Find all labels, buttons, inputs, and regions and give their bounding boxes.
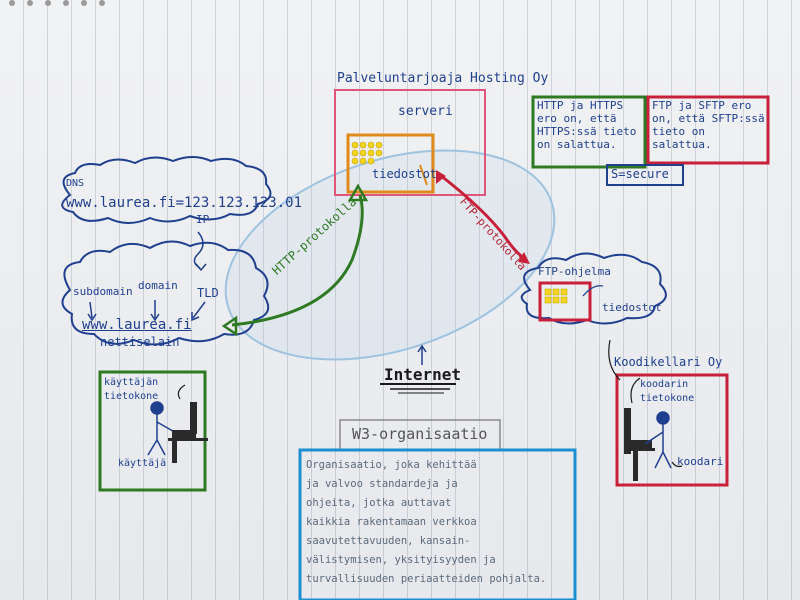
tld-label: TLD (197, 286, 219, 300)
browser-cloud (61, 240, 270, 346)
internet-label: Internet (384, 365, 462, 384)
user-computer-label: käyttäjän tietokone (104, 377, 159, 402)
ftp-box-line4: salattua. (652, 138, 712, 151)
ftp-box-line3: tieto on (652, 125, 705, 138)
server-files-label: tiedostot (372, 167, 438, 181)
ftp-arrow (439, 173, 526, 261)
coder-desk-computer (624, 408, 655, 481)
server-box (346, 133, 435, 194)
browser-label: nettiselain (100, 335, 180, 349)
user-desk-computer (168, 402, 208, 463)
user-box (98, 370, 207, 492)
provider-title: Palveluntarjoaja Hosting Oy (337, 71, 549, 86)
w3-line: kaikkia rakentamaan verkkoa (306, 516, 477, 528)
server-label: serveri (398, 104, 453, 119)
http-box-line3: HTTPS:ssä tieto (537, 125, 637, 138)
user-figure (147, 401, 179, 456)
dns-ip-label: IP (196, 213, 210, 226)
coder-person-label: koodari (677, 455, 724, 468)
http-box (531, 95, 647, 169)
spiral-binding (9, 0, 105, 6)
http-arrow (231, 194, 364, 327)
http-box-line2: ero on, että (537, 112, 617, 125)
dns-mapping: www.laurea.fi=123.123.123.01 (66, 195, 303, 211)
coder-company-label: Koodikellari Oy (614, 355, 723, 369)
coder-computer-label: koodarin tietokone (640, 379, 695, 404)
w3-line: ohjeita, jotka auttavat (306, 497, 452, 509)
w3-content-box (298, 448, 577, 600)
w3-line: välistymisen, yksityisyyden ja (306, 554, 496, 566)
browser-url: www.laurea.fi (82, 317, 192, 333)
subdomain-label: subdomain (73, 285, 133, 298)
ftp-file-dots (544, 288, 568, 304)
secure-box (606, 164, 684, 186)
user-person-label: käyttäjä (118, 458, 167, 469)
dns-cloud (61, 156, 272, 224)
secure-note: S=secure (611, 167, 669, 181)
ftp-program-title: FTP-ohjelma (538, 265, 611, 278)
ftp-program-files: tiedostot (602, 301, 662, 314)
w3-line: ja valvoo standardeja ja (306, 478, 458, 490)
ftp-program-window (538, 281, 592, 322)
coder-figure (644, 411, 672, 469)
ftp-box (646, 95, 770, 165)
ftp-cloud (520, 252, 667, 325)
http-box-line1: HTTP ja HTTPS (537, 99, 624, 112)
http-box-line4: on salattua. (537, 138, 617, 151)
w3-title: W3-organisaatio (352, 425, 488, 443)
coder-box (615, 373, 729, 487)
w3-line: turvallisuuden periaatteiden pohjalta. (306, 573, 547, 585)
server-file-dots (351, 141, 383, 165)
provider-box (334, 89, 486, 196)
dns-label: DNS (66, 178, 85, 189)
w3-description: Organisaatio, joka kehittää ja valvoo st… (306, 456, 571, 589)
domain-label: domain (138, 279, 178, 292)
ftp-box-line1: FTP ja SFTP ero (652, 99, 752, 112)
ftp-box-line2: on, että SFTP:ssä (652, 112, 765, 125)
w3-line: saavutettavuuden, kansain- (306, 535, 471, 547)
w3-line: Organisaatio, joka kehittää (306, 459, 477, 471)
